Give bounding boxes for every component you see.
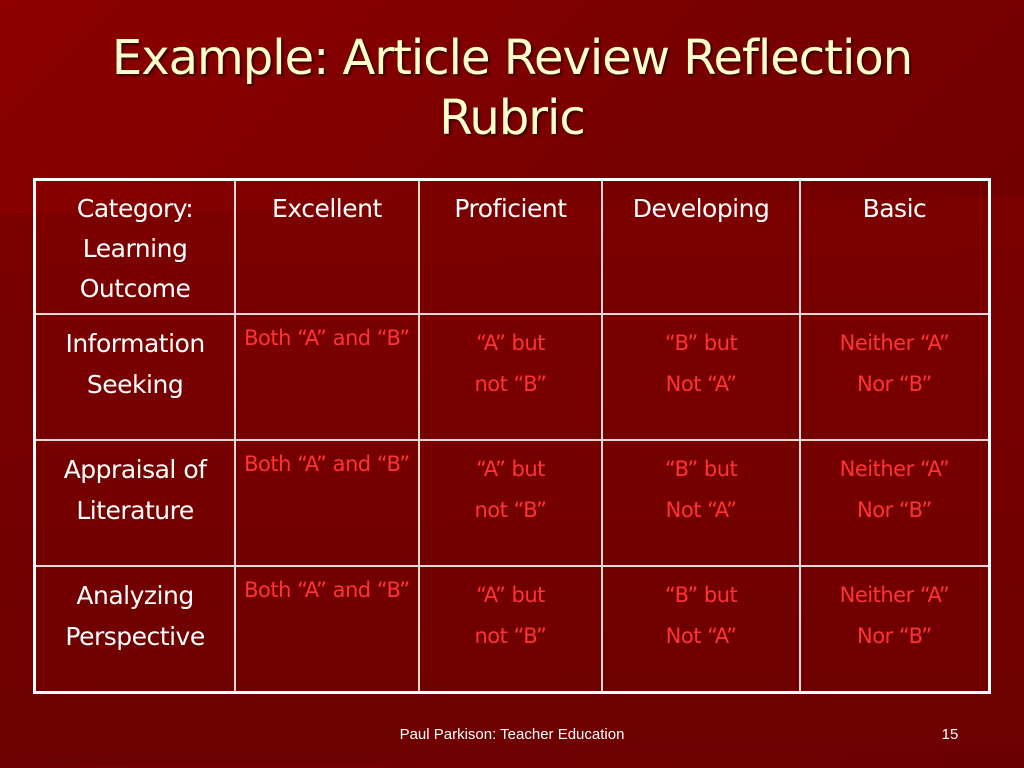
developing-line-1: “B” but xyxy=(664,331,738,355)
basic-cell: Neither “A” Nor “B” xyxy=(798,565,991,694)
category-label: Appraisal of Literature xyxy=(63,455,207,525)
header-cell-basic: Basic xyxy=(798,178,991,315)
proficient-cell: “A” but not “B” xyxy=(417,565,604,694)
proficient-line-1: “A” but xyxy=(476,331,545,355)
proficient-line-1: “A” but xyxy=(476,457,545,481)
header-cell-category: Category: Learning Outcome xyxy=(33,178,237,315)
basic-line-1: Neither “A” xyxy=(839,457,950,481)
table-header-row: Category: Learning Outcome Excellent Pro… xyxy=(33,178,991,315)
developing-line-2: Not “A” xyxy=(665,498,737,522)
header-proficient: Proficient xyxy=(454,194,567,223)
developing-line-1: “B” but xyxy=(664,457,738,481)
category-label: Information Seeking xyxy=(65,329,205,399)
rubric-table: Category: Learning Outcome Excellent Pro… xyxy=(33,178,991,694)
basic-line-2: Nor “B” xyxy=(857,372,932,396)
header-cell-developing: Developing xyxy=(601,178,801,315)
proficient-cell: “A” but not “B” xyxy=(417,439,604,567)
excellent-cell: Both “A” and “B” xyxy=(234,565,420,694)
basic-cell: Neither “A” Nor “B” xyxy=(798,439,991,567)
header-cell-proficient: Proficient xyxy=(417,178,604,315)
proficient-line-2: not “B” xyxy=(474,372,547,396)
slide-title: Example: Article Review Reflection Rubri… xyxy=(111,30,913,146)
excellent-text: Both “A” and “B” xyxy=(244,452,410,476)
developing-line-2: Not “A” xyxy=(665,372,737,396)
header-category: Category: Learning Outcome xyxy=(76,194,194,303)
developing-cell: “B” but Not “A” xyxy=(601,439,801,567)
basic-line-2: Nor “B” xyxy=(857,624,932,648)
table-row: Analyzing Perspective Both “A” and “B” “… xyxy=(33,565,991,694)
proficient-line-2: not “B” xyxy=(474,498,547,522)
excellent-text: Both “A” and “B” xyxy=(244,326,410,350)
category-cell: Analyzing Perspective xyxy=(33,565,237,694)
developing-cell: “B” but Not “A” xyxy=(601,313,801,441)
basic-line-1: Neither “A” xyxy=(839,331,950,355)
proficient-line-2: not “B” xyxy=(474,624,547,648)
header-basic: Basic xyxy=(862,194,927,223)
table-row: Information Seeking Both “A” and “B” “A”… xyxy=(33,313,991,441)
basic-line-1: Neither “A” xyxy=(839,583,950,607)
proficient-cell: “A” but not “B” xyxy=(417,313,604,441)
developing-cell: “B” but Not “A” xyxy=(601,565,801,694)
header-developing: Developing xyxy=(632,194,770,223)
slide-footer: Paul Parkison: Teacher Education xyxy=(399,726,625,743)
excellent-cell: Both “A” and “B” xyxy=(234,313,420,441)
header-excellent: Excellent xyxy=(272,194,382,223)
developing-line-1: “B” but xyxy=(664,583,738,607)
category-label: Analyzing Perspective xyxy=(65,581,205,651)
excellent-cell: Both “A” and “B” xyxy=(234,439,420,567)
basic-line-2: Nor “B” xyxy=(857,498,932,522)
excellent-text: Both “A” and “B” xyxy=(244,578,410,602)
category-cell: Appraisal of Literature xyxy=(33,439,237,567)
header-cell-excellent: Excellent xyxy=(234,178,420,315)
basic-cell: Neither “A” Nor “B” xyxy=(798,313,991,441)
table-row: Appraisal of Literature Both “A” and “B”… xyxy=(33,439,991,567)
category-cell: Information Seeking xyxy=(33,313,237,441)
page-number: 15 xyxy=(941,726,959,743)
proficient-line-1: “A” but xyxy=(476,583,545,607)
developing-line-2: Not “A” xyxy=(665,624,737,648)
